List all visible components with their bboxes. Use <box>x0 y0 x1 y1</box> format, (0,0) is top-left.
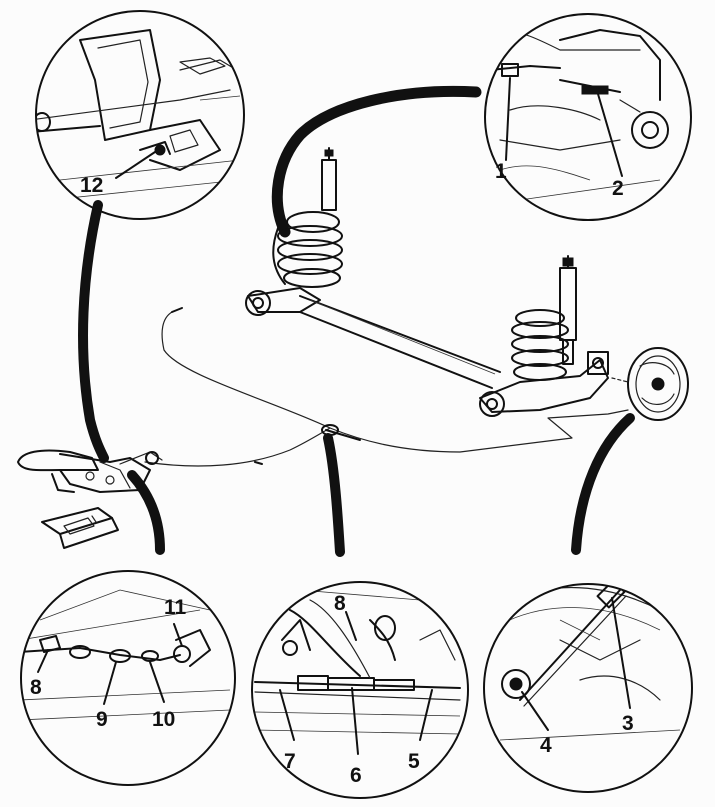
detail-circle-lever-adjuster: 12 <box>35 10 245 220</box>
lever-cover-plate <box>41 507 119 549</box>
callout-leader-8b <box>345 611 357 641</box>
front-brake-cable <box>144 427 331 467</box>
left-rear-brake-cable <box>161 311 331 429</box>
connector-sweep-top-right <box>271 85 482 238</box>
rear-brake-backing-plate <box>611 347 689 421</box>
callout-leader-9 <box>103 661 117 705</box>
right-shock-absorber <box>559 255 577 365</box>
connector-sweep-bottom-middle <box>323 433 345 557</box>
callout-leader-5 <box>419 689 433 741</box>
callout-leader-2 <box>597 93 623 177</box>
callout-5: 5 <box>408 750 420 773</box>
brake-cables <box>144 307 629 467</box>
callout-8a: 8 <box>30 676 42 699</box>
callout-8b: 8 <box>334 592 346 615</box>
callout-leader-7 <box>279 689 295 741</box>
left-shock-absorber <box>321 147 337 211</box>
callout-1: 1 <box>495 160 507 183</box>
rear-axle-assembly <box>245 147 689 421</box>
callout-leader-11 <box>173 623 183 647</box>
callout-leader-12 <box>115 151 156 179</box>
connector-sweep-bottom-right <box>571 413 635 555</box>
connector-sweeps <box>78 85 635 557</box>
callout-4: 4 <box>540 734 552 757</box>
right-coil-spring <box>511 309 569 381</box>
connector-sweep-left <box>78 200 109 463</box>
callout-leader-4 <box>521 691 549 731</box>
detail-circle-wheel-cable-end: 4 3 <box>483 583 693 793</box>
callout-7: 7 <box>284 750 296 773</box>
callout-3: 3 <box>622 712 634 735</box>
handbrake-lever <box>17 449 163 549</box>
callout-leader-10 <box>149 661 165 703</box>
callout-11: 11 <box>164 596 187 619</box>
callout-leader-1 <box>505 77 511 161</box>
callout-leader-3 <box>611 597 631 709</box>
right-trailing-arm <box>479 351 609 417</box>
detail-circle-cable-equaliser: 8 7 6 5 <box>251 581 469 799</box>
callout-6: 6 <box>350 764 362 787</box>
left-coil-spring <box>272 211 343 288</box>
detail-circle-cable-connector: 8 9 10 11 <box>20 570 236 786</box>
callout-2: 2 <box>612 177 624 200</box>
callout-9: 9 <box>96 708 108 731</box>
callout-leader-8a <box>37 649 49 673</box>
torsion-beam <box>299 295 501 389</box>
callout-leader-6 <box>351 687 359 755</box>
left-trailing-arm <box>245 287 321 316</box>
cable-equaliser <box>321 424 361 441</box>
right-rear-brake-cable <box>329 409 629 453</box>
callout-12: 12 <box>80 174 103 197</box>
connector-sweep-bottom-left <box>127 470 165 555</box>
callout-10: 10 <box>152 708 175 731</box>
detail-circle-cable-clips: 1 2 <box>484 13 692 221</box>
